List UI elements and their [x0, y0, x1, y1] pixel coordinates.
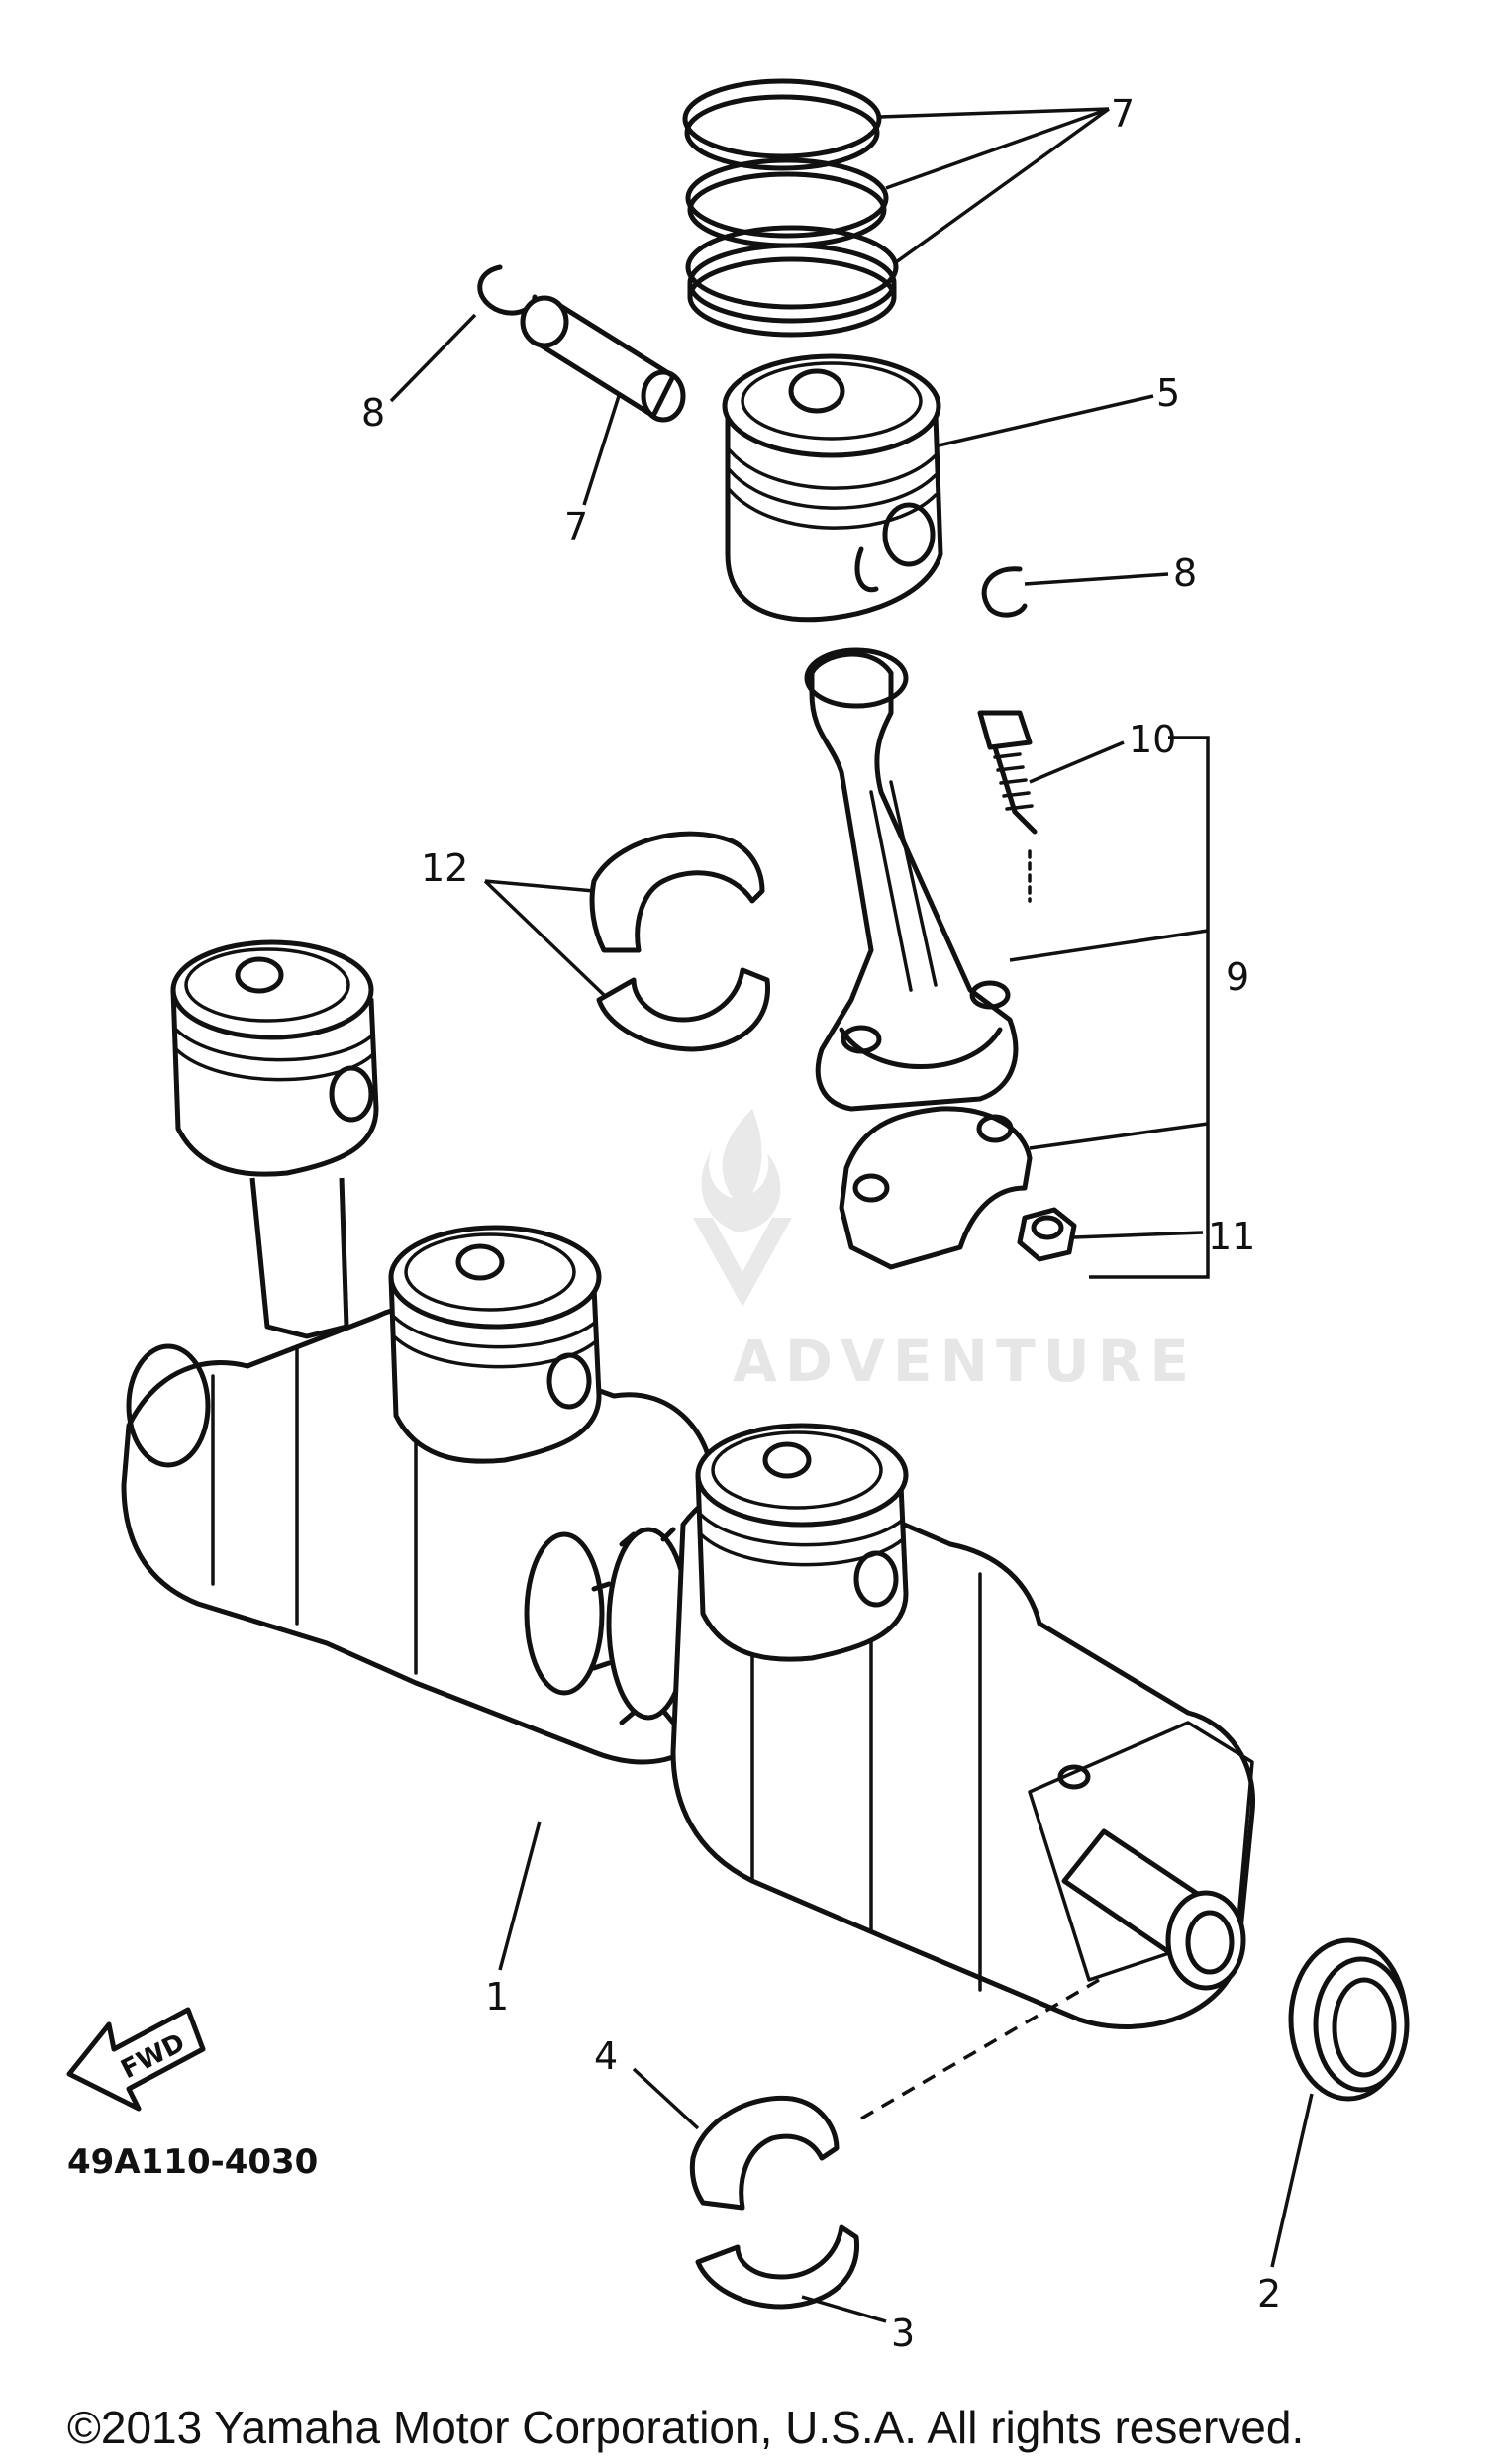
crankshaft-assembly [121, 939, 1256, 2029]
connecting-rod-cap [839, 1106, 1033, 1270]
callout-4: 4 [594, 2034, 618, 2078]
forward-direction-arrow: FWD [66, 2007, 206, 2112]
oil-seal [1288, 1937, 1410, 2102]
callout-6: 7 [1111, 92, 1135, 136]
piston-main [722, 353, 943, 623]
connecting-rod-bolt [977, 710, 1038, 903]
callout-8-lower: 8 [1173, 551, 1197, 595]
callout-8-upper: 8 [361, 391, 385, 435]
main-bearing-lower [695, 2224, 860, 2310]
piston-pin-clip-lower [981, 566, 1028, 618]
piston-rings [682, 78, 899, 338]
cam-chain-sprocket [591, 1527, 706, 1725]
callout-5: 5 [1156, 371, 1180, 415]
watermark: ADVENTURE [693, 1109, 1197, 1395]
connecting-rod [804, 647, 1019, 1112]
watermark-text: ADVENTURE [733, 1328, 1197, 1395]
connecting-rod-nut [1017, 1207, 1077, 1262]
copyright-text: ©2013 Yamaha Motor Corporation, U.S.A. A… [67, 2402, 1304, 2453]
main-bearing-upper [689, 2095, 840, 2211]
callout-9: 9 [1226, 955, 1249, 999]
part-code: 49A110-4030 [67, 2142, 318, 2182]
callout-labels: 7 8 7 5 8 10 9 11 12 1 4 2 3 [361, 92, 1281, 2355]
callout-2: 2 [1257, 2272, 1281, 2316]
callout-12: 12 [421, 846, 468, 890]
callout-7: 7 [564, 505, 588, 548]
callout-3: 3 [891, 2312, 915, 2355]
callout-10: 10 [1129, 718, 1176, 761]
callout-1: 1 [485, 1975, 509, 2019]
big-end-bearings [589, 831, 771, 1052]
leader-lines [389, 107, 1314, 2323]
piston-pin [520, 295, 686, 423]
callout-11: 11 [1208, 1215, 1255, 1258]
